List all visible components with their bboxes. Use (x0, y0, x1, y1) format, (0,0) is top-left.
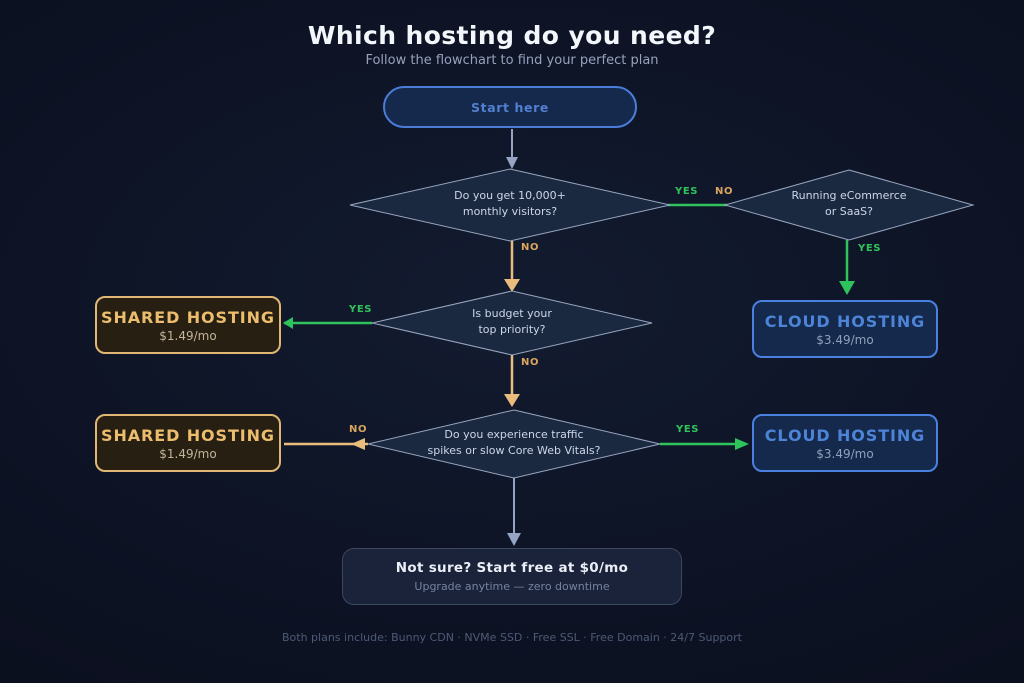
diamond-budget-line1: Is budget your (472, 307, 552, 320)
shared-hosting-title: SHARED HOSTING (101, 307, 275, 327)
branch-label-traffic-no: NO (349, 424, 368, 435)
branch-label-budget-yes: YES (349, 304, 373, 315)
arrow-left-icon (283, 317, 293, 329)
arrow-left-icon (351, 438, 365, 450)
shared-hosting-box-2[interactable]: SHARED HOSTING $1.49/mo (95, 414, 281, 472)
cloud-hosting-box-2[interactable]: CLOUD HOSTING $3.49/mo (752, 414, 938, 472)
not-sure-title: Not sure? Start free at $0/mo (395, 560, 629, 576)
branch-label-visitors-no: NO (521, 242, 540, 253)
diamond-visitors-label: Do you get 10,000+ monthly visitors? (390, 188, 630, 219)
cloud-hosting-title: CLOUD HOSTING (764, 311, 926, 331)
branch-label-visitors-yes: YES (675, 186, 699, 197)
diamond-visitors-line1: Do you get 10,000+ (454, 189, 566, 202)
shared-hosting-box-1[interactable]: SHARED HOSTING $1.49/mo (95, 296, 281, 354)
branch-label-budget-no: NO (521, 357, 540, 368)
diamond-ecommerce-shape (723, 169, 975, 241)
diamond-traffic-label: Do you experience traffic spikes or slow… (384, 427, 644, 458)
branch-label-traffic-yes: YES (676, 424, 700, 435)
arrow-down-icon (504, 394, 520, 407)
cloud-hosting-title: CLOUD HOSTING (764, 425, 926, 445)
diamond-traffic-shape (367, 409, 661, 479)
arrow-down-icon (504, 279, 520, 292)
not-sure-subtitle: Upgrade anytime — zero downtime (414, 580, 610, 593)
arrow-down-icon (507, 533, 521, 546)
cloud-hosting-price: $3.49/mo (816, 446, 874, 461)
start-here-button[interactable]: Start here (383, 86, 637, 128)
diamond-budget-shape (371, 290, 653, 356)
shared-hosting-title: SHARED HOSTING (101, 425, 275, 445)
diamond-traffic-line2: spikes or slow Core Web Vitals? (427, 443, 601, 457)
arrow-down-icon (839, 281, 855, 295)
page-title: Which hosting do you need? (307, 21, 717, 50)
branch-label-ecommerce-no: NO (715, 186, 734, 197)
diamond-budget-label: Is budget your top priority? (412, 306, 612, 337)
diamond-budget-line2: top priority? (478, 322, 546, 336)
diamond-traffic-line1: Do you experience traffic (444, 428, 584, 441)
diamond-ecommerce-label: Running eCommerce or SaaS? (749, 188, 949, 219)
diamond-ecommerce-line1: Running eCommerce (791, 189, 907, 202)
arrow-right-icon (735, 438, 749, 450)
shared-hosting-price: $1.49/mo (159, 328, 217, 343)
not-sure-box[interactable]: Not sure? Start free at $0/mo Upgrade an… (342, 548, 682, 605)
footer-note: Both plans include: Bunny CDN · NVMe SSD… (282, 631, 742, 644)
shared-hosting-price: $1.49/mo (159, 446, 217, 461)
diamond-visitors-line2: monthly visitors? (462, 204, 558, 218)
cloud-hosting-price: $3.49/mo (816, 332, 874, 347)
diamond-ecommerce-line2: or SaaS? (824, 204, 874, 218)
page-subtitle: Follow the flowchart to find your perfec… (365, 53, 659, 68)
start-here-label: Start here (471, 99, 549, 115)
arrow-down-icon (506, 157, 518, 169)
cloud-hosting-box-1[interactable]: CLOUD HOSTING $3.49/mo (752, 300, 938, 358)
branch-label-ecommerce-yes: YES (858, 243, 882, 254)
diamond-visitors-shape (349, 168, 671, 242)
